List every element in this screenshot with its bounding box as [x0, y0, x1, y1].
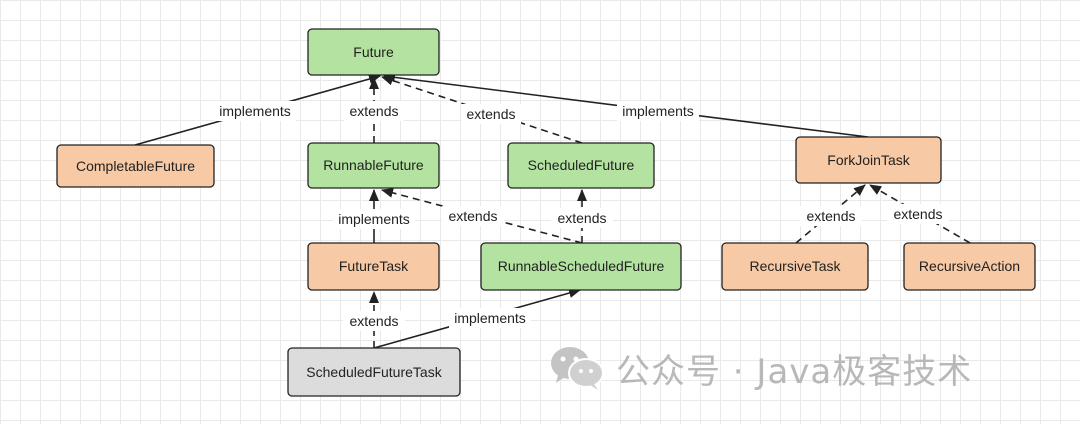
- node-label: ForkJoinTask: [827, 152, 910, 168]
- edge-label: extends: [349, 313, 398, 329]
- node-label: RunnableScheduledFuture: [498, 258, 665, 274]
- node-runnable-future[interactable]: RunnableFuture: [307, 142, 440, 189]
- node-label: RunnableFuture: [323, 157, 424, 173]
- node-recursive-action[interactable]: RecursiveAction: [903, 242, 1036, 291]
- node-future[interactable]: Future: [307, 28, 440, 76]
- node-label: ScheduledFuture: [528, 157, 635, 173]
- node-completable-future[interactable]: CompletableFuture: [56, 144, 215, 188]
- edge-label: extends: [557, 210, 606, 226]
- node-scheduled-future[interactable]: ScheduledFuture: [507, 142, 655, 189]
- node-runnable-scheduled-future[interactable]: RunnableScheduledFuture: [480, 242, 682, 291]
- edge-label: extends: [893, 206, 942, 222]
- edge-completable-future-implements-future: implements: [134, 74, 381, 146]
- edge-label: implements: [219, 103, 291, 119]
- edge-label: extends: [806, 208, 855, 224]
- node-future-task[interactable]: FutureTask: [307, 242, 440, 291]
- node-label: ScheduledFutureTask: [306, 364, 442, 380]
- node-scheduled-future-task[interactable]: ScheduledFutureTask: [287, 347, 461, 397]
- node-label: FutureTask: [339, 258, 409, 274]
- edge-label: extends: [349, 103, 398, 119]
- node-label: Future: [353, 44, 394, 60]
- edge-future-task-implements-runnable-future: implements: [333, 189, 415, 243]
- edge-label: implements: [454, 310, 526, 326]
- edge-scheduled-future-task-extends-future-task: extends: [343, 291, 405, 348]
- node-label: RecursiveTask: [749, 258, 841, 274]
- edge-fork-join-task-implements-future: implements: [383, 72, 869, 138]
- node-recursive-task[interactable]: RecursiveTask: [721, 242, 869, 291]
- node-fork-join-task[interactable]: ForkJoinTask: [795, 136, 942, 184]
- edge-recursive-action-extends-fork-join-task: extends: [869, 184, 971, 244]
- edge-runnable-future-extends-future: extends: [344, 77, 404, 143]
- edge-runnable-scheduled-future-extends-scheduled-future: extends: [551, 189, 613, 243]
- node-label: RecursiveAction: [919, 258, 1020, 274]
- edge-label: implements: [338, 211, 410, 227]
- edge-scheduled-future-extends-future: extends: [381, 75, 583, 144]
- edge-label: extends: [448, 208, 497, 224]
- node-label: CompletableFuture: [76, 158, 195, 174]
- edge-scheduled-future-task-implements-runnable-scheduled-future: implements: [373, 288, 581, 349]
- edge-label: extends: [466, 106, 515, 122]
- edge-runnable-scheduled-future-extends-runnable-future: extends: [381, 187, 583, 244]
- edge-recursive-task-extends-fork-join-task: extends: [795, 184, 866, 244]
- edge-label: implements: [622, 103, 694, 119]
